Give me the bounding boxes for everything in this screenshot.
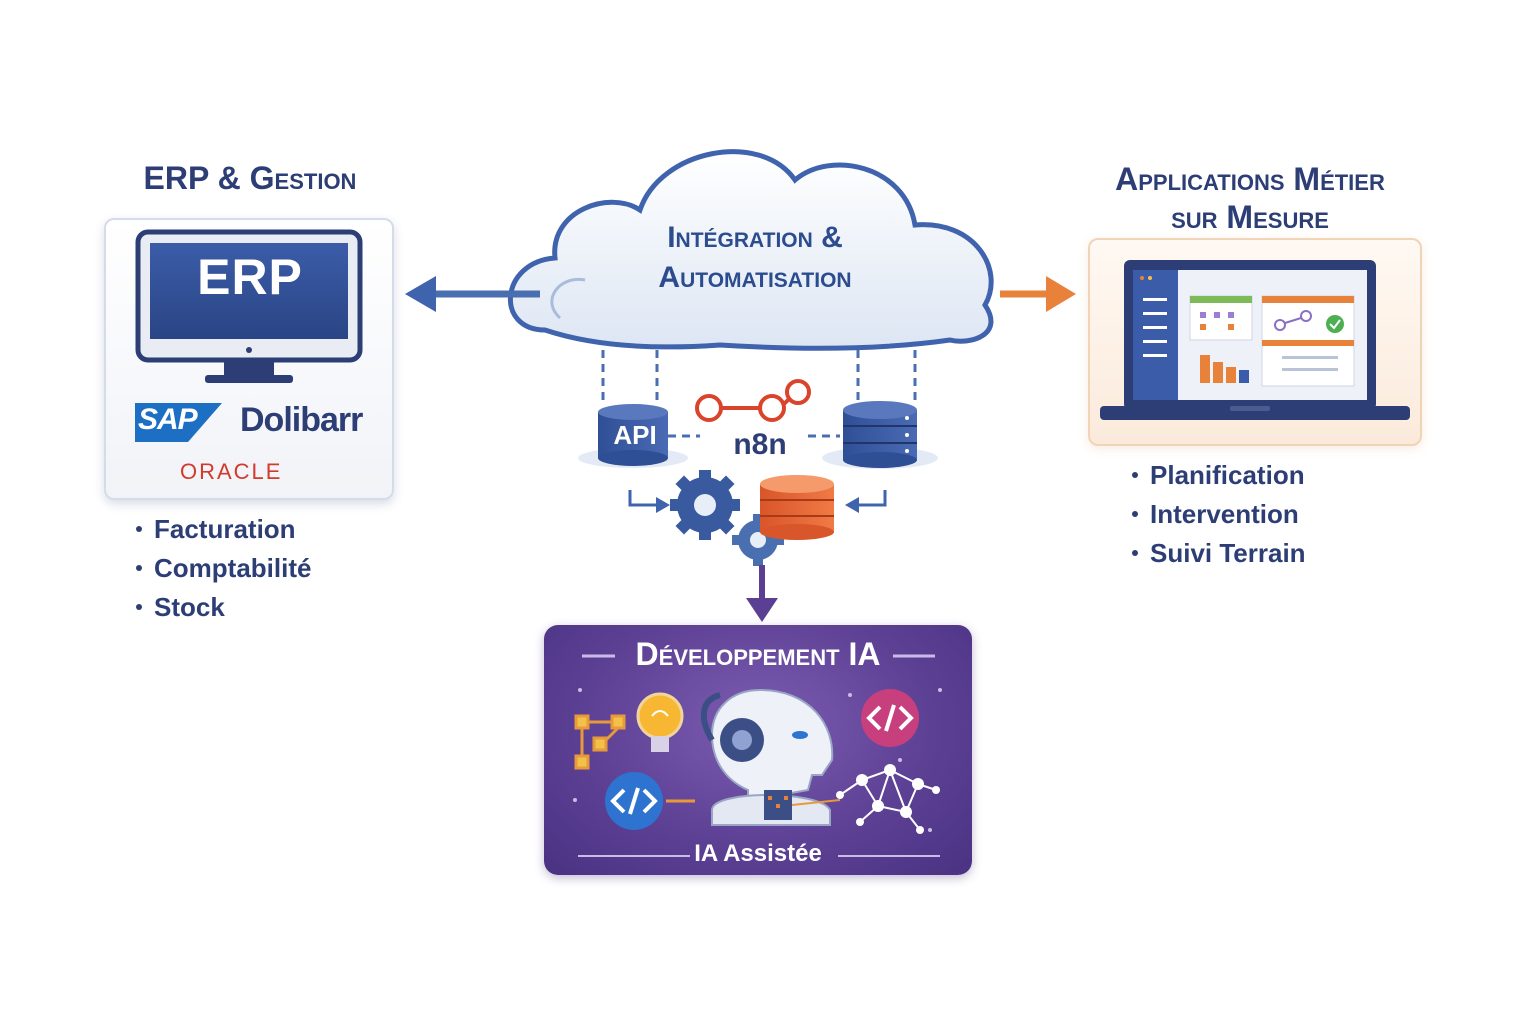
erp-title: ERP & Gestion xyxy=(143,160,357,196)
erp-bullet-list: Facturation Comptabilité Stock xyxy=(132,510,311,627)
cloud-icon xyxy=(508,149,994,351)
app-bullet-list: Planification Intervention Suivi Terrain xyxy=(1128,456,1306,573)
list-item: Comptabilité xyxy=(132,549,311,588)
database-icon xyxy=(578,404,688,468)
list-item: Planification xyxy=(1128,456,1306,495)
monitor-icon xyxy=(135,229,363,383)
database-icon xyxy=(760,475,834,540)
list-item: Intervention xyxy=(1128,495,1306,534)
code-icon xyxy=(861,689,919,747)
cloud-title-line2: Automatisation xyxy=(658,261,852,294)
cloud-title-line1: Intégration & xyxy=(667,221,843,254)
sap-logo xyxy=(135,403,222,442)
arrow-right xyxy=(1000,276,1076,312)
laptop-icon xyxy=(1100,260,1410,420)
arrow-left xyxy=(405,276,540,312)
lightbulb-icon xyxy=(636,692,684,752)
arrows-to-center xyxy=(628,490,887,513)
list-item: Facturation xyxy=(132,510,311,549)
ai-decorations xyxy=(573,654,942,857)
ai-title: Développement IA xyxy=(635,636,881,672)
dashed-connectors xyxy=(601,350,917,438)
dolibarr-logo-text: Dolibarr xyxy=(240,401,363,439)
app-title: Applications Métier sur Mesure xyxy=(1080,160,1420,236)
n8n-label: n8n xyxy=(733,428,787,461)
gear-icon xyxy=(670,470,740,540)
network-icon xyxy=(574,714,626,770)
api-label: API xyxy=(613,420,657,450)
robot-head-icon xyxy=(700,688,841,826)
list-item: Stock xyxy=(132,588,311,627)
ai-subtitle: IA Assistée xyxy=(694,840,822,867)
database-icon xyxy=(822,401,938,469)
workflow-icon xyxy=(695,379,811,422)
sap-logo-text: SAP xyxy=(138,403,198,436)
monitor-label: ERP xyxy=(197,249,303,305)
cloud-title: Intégration & Automatisation xyxy=(590,218,920,298)
network-icon xyxy=(836,764,940,834)
oracle-logo-text: ORACLE xyxy=(180,459,283,484)
arrow-down xyxy=(746,565,778,622)
app-title-line2: sur Mesure xyxy=(1171,199,1329,235)
code-icon xyxy=(605,772,695,830)
app-title-line1: Applications Métier xyxy=(1115,161,1385,197)
list-item: Suivi Terrain xyxy=(1128,534,1306,573)
